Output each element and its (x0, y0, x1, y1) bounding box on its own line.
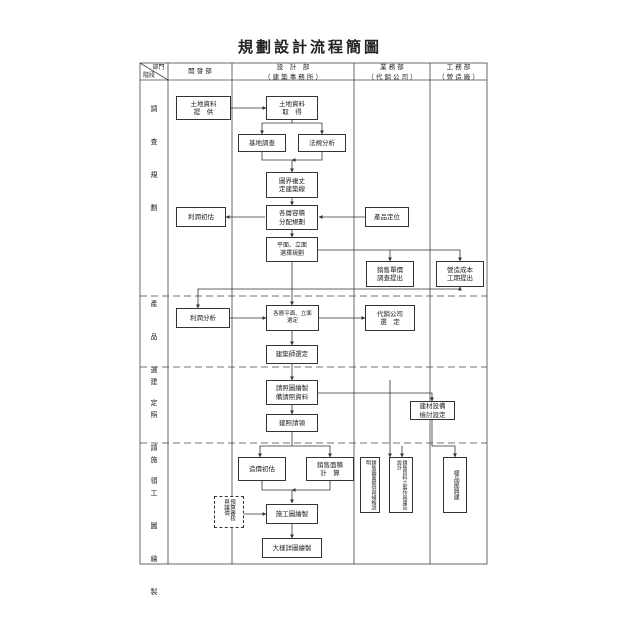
node-sales-area: 銷售面積 計 算 (306, 457, 354, 481)
node-cost-estimate: 造價初估 (238, 457, 286, 481)
node-floor-area: 各層容積 分配規劃 (266, 205, 318, 230)
stage-product-selection: 產 品 選 定 (150, 300, 158, 415)
header-corner-dept: 部門 (152, 64, 165, 71)
node-plan-selection: 平面、立面 選擇規劃 (266, 237, 318, 262)
stage-permit-application: 建 照 請 領 (150, 378, 158, 493)
node-architect-select: 建築師選定 (266, 345, 318, 364)
node-boundary: 圖界複丈 定建築線 (266, 172, 318, 198)
table-grid (139, 62, 488, 565)
node-permit-apply: 建照請領 (266, 414, 318, 432)
header-works-dept: 工 務 部 （ 營 造 廠 ） (438, 63, 479, 81)
node-construction-drawing: 施工圖繪製 (266, 504, 318, 524)
node-budget-review: 預算審核與議價 (214, 496, 244, 528)
node-plan-decide: 各層平面、立面 選定 (266, 305, 319, 331)
node-profit-analysis: 利潤分析 (176, 308, 230, 328)
node-site-survey: 基地調查 (238, 134, 286, 152)
node-material-design: 建材設備 檢討設定 (410, 401, 455, 420)
header-design-dept: 設 計 部 （ 建 築 事 務 所 ） (264, 63, 322, 81)
flow-arrows (196, 106, 462, 539)
header-corner-stage: 階段 (142, 72, 155, 79)
node-land-data: 土地資料 提 供 (176, 96, 231, 120)
header-sales-dept: 業 務 部 （ 代 銷 公 司 ） (367, 63, 417, 81)
node-sample-house: 樣品屋興建 (443, 457, 467, 513)
stage-survey-planning: 調 查 規 劃 (150, 105, 158, 220)
node-sales-price: 銷售單價 調查提出 (366, 261, 414, 287)
node-permit-drawing: 請照圖繪製 備請照資料 (266, 380, 318, 405)
node-profit-initial: 利潤初估 (176, 207, 226, 227)
header-dev-dept: 開 發 部 (188, 67, 212, 75)
node-product-position: 產品定位 (365, 207, 409, 227)
page-title: 規劃設計流程簡圖 (237, 38, 382, 56)
node-sale-materials: 銷售資料之製作與庸告設計 (389, 457, 413, 513)
node-sale-drawings: 銷售圖面提供與規格說明 (360, 457, 380, 513)
node-regulation: 法規分析 (298, 134, 346, 152)
node-land-acquire: 土地資料 取 得 (266, 96, 318, 120)
node-agency-select: 代銷公司 選 定 (365, 305, 415, 331)
stage-construction-drawing: 施 工 圖 繪 製 (150, 456, 158, 604)
node-cost-schedule: 營造成本 工期提出 (436, 261, 484, 287)
node-detail-drawing: 大樣詳圖繪製 (262, 538, 322, 558)
